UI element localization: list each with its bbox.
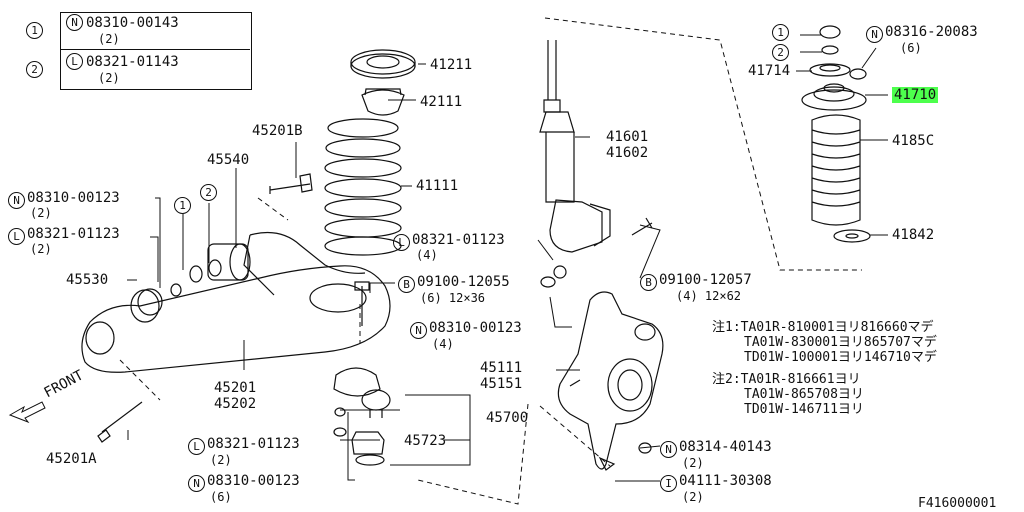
part-number: 08310-00123	[207, 473, 300, 489]
qty-08310-00123-a: (2)	[30, 206, 52, 220]
part-number: 08310-00123	[27, 190, 120, 206]
ball-joint-drawing	[333, 367, 391, 466]
qty-08310-00123-b: (6)	[210, 490, 232, 504]
label-45202: 45202	[214, 396, 257, 412]
note-1-line-1: 注1:TA01R-810001ヨリ816660マデ	[712, 320, 934, 335]
n-symbol: N	[410, 322, 427, 339]
bolts-drawing	[97, 173, 653, 443]
label-45111: 45111	[480, 360, 523, 376]
i-symbol: I	[660, 475, 677, 492]
note-2-line-3: TD01W-146711ヨリ	[744, 402, 864, 417]
strut-drawing	[539, 40, 611, 288]
n-symbol: N	[8, 192, 25, 209]
legend-1-circle: 1	[26, 22, 43, 39]
part-number: 09100-12055	[417, 274, 510, 290]
legend-2-sym: L	[66, 53, 83, 70]
legend-1-part: 08310-00143	[86, 15, 179, 31]
qty-08321-01123-c: (4)	[416, 248, 438, 262]
label-41211: 41211	[430, 57, 473, 73]
dust-boot-drawing	[811, 114, 871, 243]
part-number: 09100-12057	[659, 272, 752, 288]
spring-seat-drawing	[350, 49, 416, 79]
n-symbol: N	[188, 475, 205, 492]
callout-1-circle: 1	[174, 197, 191, 214]
label-41710: 41710	[892, 87, 939, 103]
label-45723: 45723	[404, 433, 447, 449]
qty-08316-20083: (6)	[900, 41, 922, 55]
n-symbol: N	[660, 441, 677, 458]
note-1-line-3: TD01W-100001ヨリ146710マデ	[744, 350, 937, 365]
label-41602: 41602	[606, 145, 649, 161]
label-45201: 45201	[214, 380, 257, 396]
legend-2-qty: (2)	[98, 71, 120, 85]
qty-08321-01123-b: (2)	[210, 453, 232, 467]
part-number: 08321-01123	[27, 226, 120, 242]
part-number: 04111-30308	[679, 473, 772, 489]
label-41714: 41714	[748, 63, 791, 79]
bump-stop-drawing	[361, 88, 405, 116]
label-41601: 41601	[606, 129, 649, 145]
label-45700: 45700	[486, 410, 529, 426]
part-number: 08314-40143	[679, 439, 772, 455]
legend-2-part: 08321-01143	[86, 54, 179, 70]
l-symbol: L	[8, 228, 25, 245]
top-mount-drawing	[801, 25, 867, 111]
legend-divider	[60, 49, 250, 50]
legend-1-sym: N	[66, 14, 83, 31]
legend-1-qty: (2)	[98, 32, 120, 46]
figure-code: F416000001	[918, 496, 997, 511]
highlighted-part-number: 41710	[892, 87, 939, 103]
label-41842: 41842	[892, 227, 935, 243]
part-number: 08316-20083	[885, 24, 978, 40]
qty-08310-00123-c: (4)	[432, 337, 454, 351]
b-symbol: B	[398, 276, 415, 293]
callout-r1-circle: 1	[772, 24, 789, 41]
note-2-line-2: TA01W-865708ヨリ	[744, 387, 864, 402]
label-45151: 45151	[480, 376, 523, 392]
front-arrow-icon	[8, 401, 46, 424]
label-45201B: 45201B	[252, 123, 303, 139]
qty-09100-12057: (4) 12×62	[676, 289, 742, 303]
label-41850: 4185C	[892, 133, 935, 149]
legend-box	[60, 12, 252, 90]
legend-2-circle: 2	[26, 61, 43, 78]
part-number: 08310-00123	[429, 320, 522, 336]
note-2-line-1: 注2:TA01R-816661ヨリ	[712, 372, 861, 387]
label-45530: 45530	[66, 272, 109, 288]
label-45201A: 45201A	[46, 451, 97, 467]
l-symbol: L	[393, 234, 410, 251]
part-number: 08321-01123	[207, 436, 300, 452]
label-41111: 41111	[416, 178, 459, 194]
callout-2-circle: 2	[200, 184, 217, 201]
knuckle-drawing	[557, 291, 664, 471]
n-symbol: N	[866, 26, 883, 43]
lower-arm-drawing	[81, 232, 391, 373]
l-symbol: L	[188, 438, 205, 455]
callout-r2-circle: 2	[772, 44, 789, 61]
qty-08314-40143: (2)	[682, 456, 704, 470]
label-42111: 42111	[420, 94, 463, 110]
note-1-line-2: TA01W-830001ヨリ865707マデ	[744, 335, 937, 350]
b-symbol: B	[640, 274, 657, 291]
part-number: 08321-01123	[412, 232, 505, 248]
label-45540: 45540	[207, 152, 250, 168]
qty-08321-01123-a: (2)	[30, 242, 52, 256]
coil-spring-drawing	[324, 118, 402, 256]
qty-09100-12055: (6) 12×36	[420, 291, 486, 305]
qty-04111-30308: (2)	[682, 490, 704, 504]
